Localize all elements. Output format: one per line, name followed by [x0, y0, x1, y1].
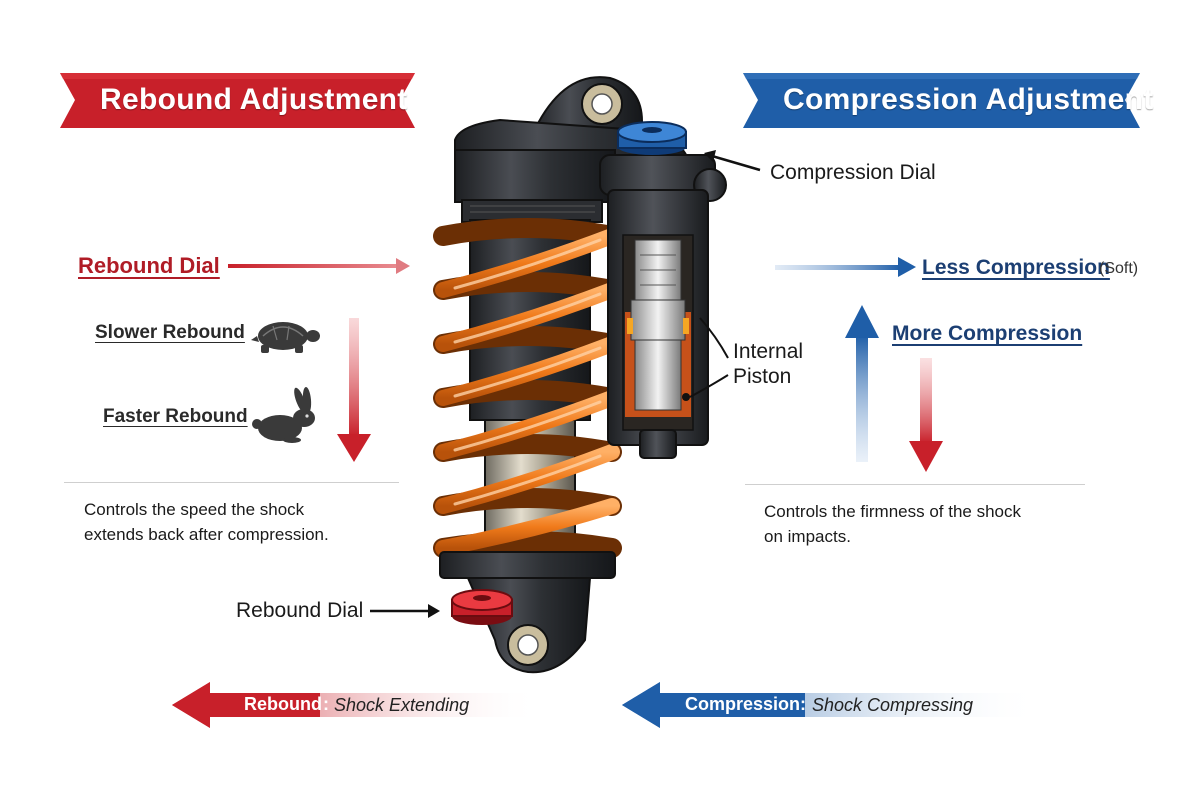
- rebound-description-line-1: Controls the speed the shock: [84, 500, 305, 519]
- rebound-footer-bold: Rebound: [244, 694, 322, 714]
- turtle-icon: [251, 322, 320, 353]
- soft-label: (Soft): [1099, 260, 1139, 277]
- less-compression-label: Less Compression: [922, 256, 1110, 279]
- compression-banner-title: Compression Adjustment: [783, 83, 1154, 116]
- compression-dial-label: Compression Dial: [770, 161, 936, 184]
- faster-rebound-label: Faster Rebound: [103, 406, 248, 427]
- rebound-description-line-2: extends back after compression.: [84, 525, 329, 544]
- left-divider: [64, 482, 399, 483]
- internal-piston-label-line-1: Internal: [733, 340, 804, 363]
- rebound-banner-title: Rebound Adjustment: [100, 83, 408, 116]
- rebound-footer-text: Shock Extending: [334, 695, 470, 715]
- right-divider: [745, 484, 1085, 485]
- compression-footer-bold: Compression:: [685, 694, 807, 714]
- compression-description-line-1: Controls the firmness of the shock: [764, 502, 1022, 521]
- compression-description-line-2: on impacts.: [764, 527, 851, 546]
- internal-piston-label-line-2: Piston: [733, 365, 792, 388]
- rebound-dial-label: Rebound Dial: [78, 253, 220, 278]
- compression-footer-text: Shock Compressing: [812, 695, 974, 715]
- slower-rebound-label: Slower Rebound: [95, 322, 245, 343]
- rebound-footer-separator: :: [323, 694, 329, 714]
- rabbit-icon: [252, 387, 315, 443]
- more-compression-label: More Compression: [892, 322, 1083, 345]
- rebound-dial-bottom-label: Rebound Dial: [236, 599, 364, 622]
